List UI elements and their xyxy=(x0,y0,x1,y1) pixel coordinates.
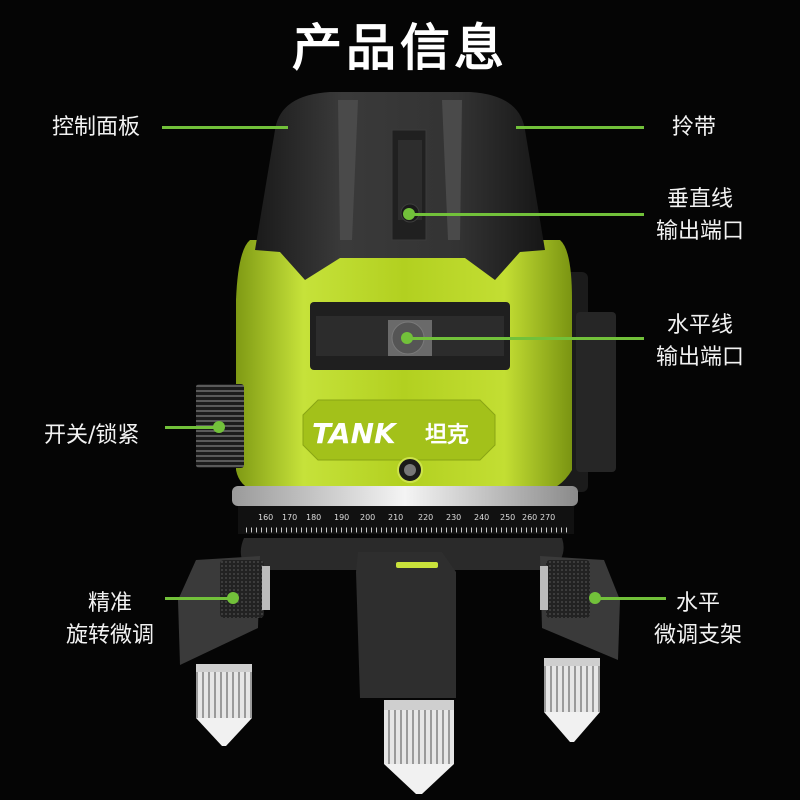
svg-text:270: 270 xyxy=(540,513,555,522)
callout-line-horizontal-port xyxy=(408,337,644,340)
svg-text:210: 210 xyxy=(388,513,403,522)
label-vertical-port-line2: 输出端口 xyxy=(655,219,744,244)
label-leveling-bracket-line1: 水平 xyxy=(675,591,720,616)
callout-line-control-panel xyxy=(162,126,288,129)
callout-line-strap xyxy=(516,126,644,129)
callout-dot-bracket xyxy=(589,592,601,604)
callout-line-switch xyxy=(165,426,219,429)
svg-text:240: 240 xyxy=(474,513,489,522)
label-vertical-port: 垂直线 输出端口 xyxy=(648,184,752,248)
svg-text:250: 250 xyxy=(500,513,515,522)
label-precise-rotation: 精准 旋转微调 xyxy=(56,588,164,652)
callout-line-rotation xyxy=(165,597,233,600)
callout-dot-horizontal-port xyxy=(401,332,413,344)
label-precise-rotation-line2: 旋转微调 xyxy=(65,623,154,648)
label-precise-rotation-line1: 精准 xyxy=(87,591,132,616)
label-control-panel: 控制面板 xyxy=(52,115,141,140)
svg-text:220: 220 xyxy=(418,513,433,522)
label-switch-lock: 开关/锁紧 xyxy=(44,423,140,448)
label-horizontal-port: 水平线 输出端口 xyxy=(648,310,752,374)
svg-text:230: 230 xyxy=(446,513,461,522)
callout-line-bracket xyxy=(596,597,666,600)
callout-dot-switch xyxy=(213,421,225,433)
svg-text:190: 190 xyxy=(334,513,349,522)
svg-text:TANK: TANK xyxy=(312,417,398,450)
svg-text:260: 260 xyxy=(522,513,537,522)
label-vertical-port-line1: 垂直线 xyxy=(666,187,733,212)
svg-text:200: 200 xyxy=(360,513,375,522)
callout-dot-rotation xyxy=(227,592,239,604)
svg-text:170: 170 xyxy=(282,513,297,522)
label-leveling-bracket-line2: 微调支架 xyxy=(653,623,742,648)
label-leveling-bracket: 水平 微调支架 xyxy=(644,588,752,652)
svg-text:160: 160 xyxy=(258,513,273,522)
callout-line-vertical-port xyxy=(410,213,644,216)
callout-dot-vertical-port xyxy=(403,208,415,220)
svg-text:坦克: 坦克 xyxy=(425,422,469,448)
svg-text:180: 180 xyxy=(306,513,321,522)
page-title: 产品信息 xyxy=(292,19,508,77)
label-strap: 拎带 xyxy=(672,115,717,140)
label-horizontal-port-line1: 水平线 xyxy=(666,313,733,338)
label-horizontal-port-line2: 输出端口 xyxy=(655,345,744,370)
